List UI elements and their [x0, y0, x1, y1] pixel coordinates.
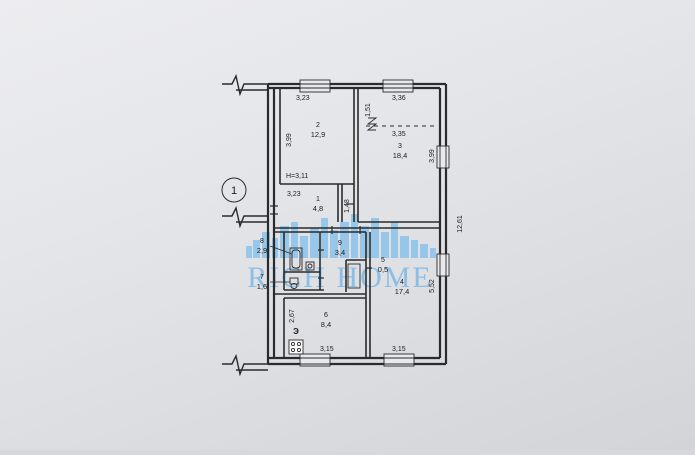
dim-room3-partition: 3,35	[392, 131, 406, 138]
section-marker: 1	[221, 177, 247, 203]
dim-total-height: 12,61	[457, 215, 464, 233]
window-right-lower	[436, 253, 450, 277]
window-top-left	[299, 79, 331, 93]
zigzag-marker-icon	[366, 117, 378, 131]
bathtub-icon	[289, 247, 303, 271]
room-9-area: 3,4	[335, 248, 345, 257]
room-6-number: 6	[324, 312, 328, 319]
watermark-text: RICH HOME	[247, 261, 433, 294]
sink-icon	[305, 261, 315, 271]
dim-room3-height: 3,99	[429, 149, 436, 163]
room-5-number: 5	[381, 257, 385, 264]
room-4-area: 17,4	[395, 287, 410, 296]
room-7-area: 1,6	[257, 282, 267, 291]
room-5-area: 0,5	[378, 265, 388, 274]
room-7-number: 7	[260, 274, 264, 281]
dim-room2-width: 3,23	[296, 95, 310, 102]
interior-walls	[274, 88, 440, 358]
room-labels: 2 12,9 3 18,4 1 4,8 8 2,9 9 3,4 5 0,5 7 …	[257, 122, 410, 329]
doors	[270, 203, 372, 279]
room-9-number: 9	[338, 240, 342, 247]
stove-icon	[288, 339, 304, 355]
dim-room4-height: 5,52	[429, 279, 436, 293]
toilet-icon	[289, 277, 299, 289]
dim-room4-width: 3,15	[392, 346, 406, 353]
leader-lines	[269, 245, 293, 283]
room-3-area: 18,4	[393, 151, 408, 160]
window-bottom-right	[383, 353, 415, 367]
dim-room1-width: 3,23	[287, 191, 301, 198]
room-1-number: 1	[316, 196, 320, 203]
dim-balcony-offset: 1,51	[365, 103, 372, 117]
section-breaks	[222, 73, 268, 377]
watermark-group: RICH HOME	[246, 214, 436, 294]
room-2-number: 2	[316, 122, 320, 129]
dim-room2-height: 3,99	[286, 133, 293, 147]
room-1-area: 4,8	[313, 204, 323, 213]
section-marker-label: 1	[231, 185, 237, 197]
dim-room6-width: 3,15	[320, 346, 334, 353]
dim-room6-height: 2,67	[289, 309, 296, 323]
room-8-area: 2,9	[257, 246, 267, 255]
closet-icon	[347, 263, 361, 289]
room-4-number: 4	[400, 279, 404, 286]
dim-room3-width: 3,36	[392, 95, 406, 102]
stove-mark-label: Э	[293, 327, 299, 336]
window-top-right	[382, 79, 414, 93]
dim-room1-height: 1,48	[344, 199, 351, 213]
room-2-area: 12,9	[311, 130, 326, 139]
windows	[299, 79, 450, 367]
window-right-upper	[436, 145, 450, 169]
ceiling-height-label: H=3,11	[286, 173, 308, 180]
window-bottom-left	[299, 353, 331, 367]
room-6-area: 8,4	[321, 320, 331, 329]
room-8-number: 8	[260, 238, 264, 245]
room-3-number: 3	[398, 143, 402, 150]
